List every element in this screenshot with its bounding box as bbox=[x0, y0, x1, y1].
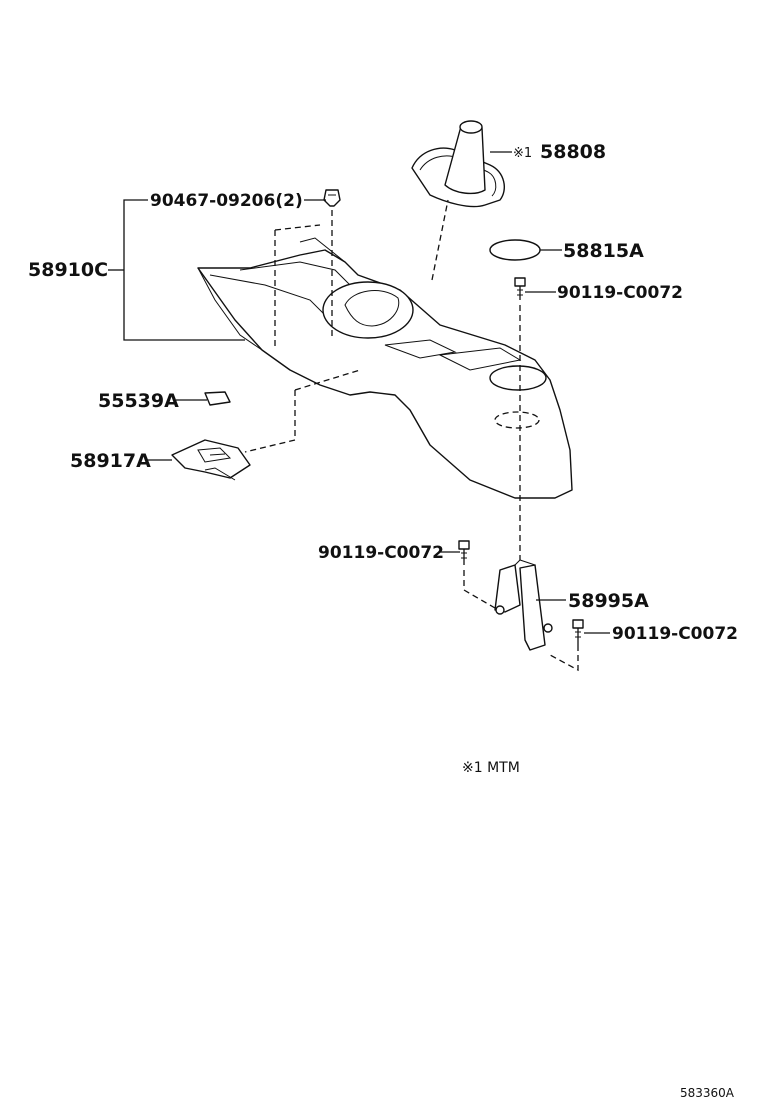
screw-right-part bbox=[572, 619, 584, 645]
label-plug: 58815A bbox=[563, 240, 644, 262]
label-shift-boot: 58808 bbox=[540, 141, 606, 163]
assembly-dashed-lines bbox=[244, 199, 579, 672]
shift-boot-part bbox=[411, 120, 506, 208]
footnote-mtm: ※1 MTM bbox=[462, 760, 520, 776]
label-console-box: 58910C bbox=[28, 259, 108, 281]
cover-small-part bbox=[204, 391, 231, 406]
leader-lines bbox=[108, 151, 610, 634]
clip-part bbox=[323, 189, 341, 207]
diagram-ref-code: 583360A bbox=[680, 1086, 735, 1100]
label-bracket: 58995A bbox=[568, 590, 649, 612]
label-screw-left: 90119-C0072 bbox=[318, 543, 444, 563]
label-screw-top: 90119-C0072 bbox=[557, 283, 683, 303]
console-box-part bbox=[197, 237, 573, 499]
label-shift-boot-mark: ※1 bbox=[513, 146, 532, 161]
screw-left-part bbox=[458, 540, 470, 565]
label-clip: 90467-09206(2) bbox=[150, 191, 303, 211]
plug-part bbox=[489, 239, 541, 261]
bracket-part bbox=[494, 559, 553, 651]
label-screw-right: 90119-C0072 bbox=[612, 624, 738, 644]
label-plate: 58917A bbox=[70, 450, 151, 472]
label-cover-small: 55539A bbox=[98, 390, 179, 412]
plate-part bbox=[171, 439, 251, 481]
screw-top-part bbox=[514, 277, 526, 300]
